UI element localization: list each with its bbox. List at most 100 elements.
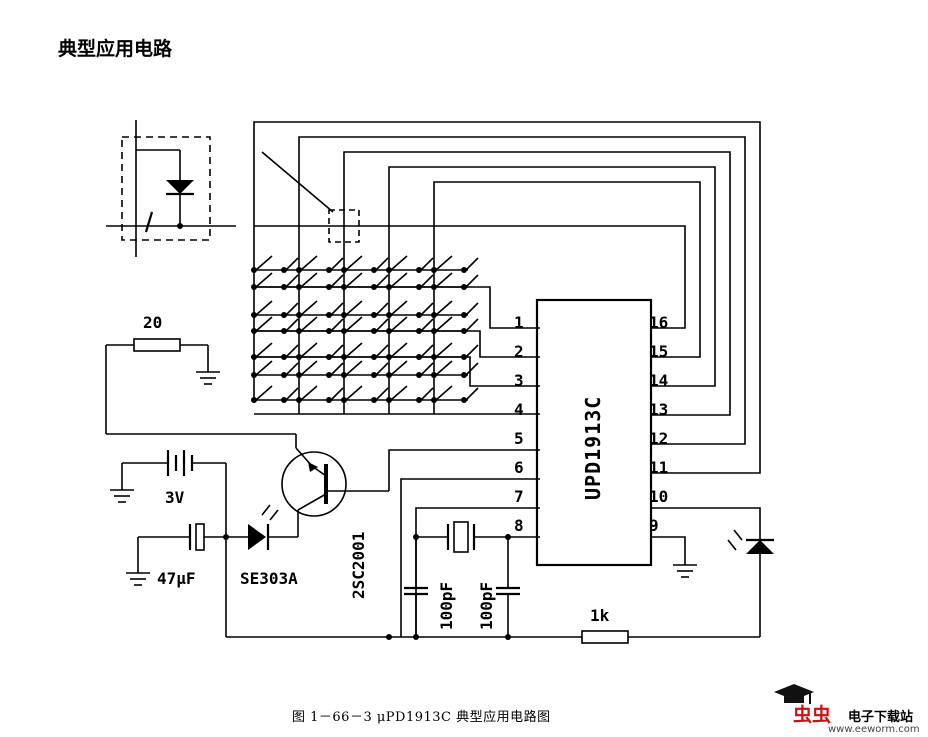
key-switch xyxy=(255,385,273,401)
pin-label-right: 12 xyxy=(649,429,668,448)
key-switch xyxy=(375,257,389,271)
switch-matrix xyxy=(251,255,479,403)
pin-label-left: 5 xyxy=(514,429,524,448)
key-switch xyxy=(375,344,389,358)
key-switch xyxy=(420,274,434,288)
key-switch xyxy=(435,342,453,358)
ic-chip: UPD1913C xyxy=(535,298,653,567)
key-switch xyxy=(435,360,453,376)
figure-caption: 图 1－66－3 μPD1913C 典型应用电路图 xyxy=(292,710,551,725)
key-switch xyxy=(435,316,453,332)
key-switch xyxy=(345,272,363,288)
label-led-se303a: SE303A xyxy=(240,569,298,588)
pin-label-left: 3 xyxy=(514,371,524,390)
key-switch xyxy=(345,300,363,316)
key-switch xyxy=(330,302,344,316)
key-switch xyxy=(285,257,299,271)
key-switch xyxy=(285,387,299,401)
pin-label-left: 2 xyxy=(514,342,524,361)
watermark-site: 电子下载站 xyxy=(848,710,914,725)
key-switch xyxy=(375,302,389,316)
key-switch xyxy=(255,300,273,316)
label-cap-100pf-1: 100pF xyxy=(437,582,456,630)
key-switch xyxy=(255,272,273,288)
key-switch xyxy=(435,272,453,288)
key-switch xyxy=(465,362,479,376)
key-switch xyxy=(300,385,318,401)
key-switch xyxy=(420,318,434,332)
pin-label-right: 16 xyxy=(649,313,668,332)
key-switch xyxy=(285,274,299,288)
key-switch xyxy=(300,272,318,288)
key-switch xyxy=(465,274,479,288)
key-switch xyxy=(255,316,273,332)
pin-label-right: 14 xyxy=(649,371,668,390)
column-wires xyxy=(253,121,761,474)
key-switch xyxy=(465,387,479,401)
pin-label-right: 10 xyxy=(649,487,668,506)
label-resistor-1k: 1k xyxy=(590,606,610,625)
component-labels: 20 3V 47μF SE303A 2SC2001 100pF 100pF 1k xyxy=(143,313,610,630)
key-switch xyxy=(390,360,408,376)
key-switch xyxy=(390,300,408,316)
key-switch xyxy=(255,342,273,358)
key-switch xyxy=(345,360,363,376)
graduation-cap-icon xyxy=(774,684,814,704)
key-switch xyxy=(465,344,479,358)
key-switch xyxy=(330,274,344,288)
label-cap-47uf: 47μF xyxy=(157,569,196,588)
key-switch xyxy=(390,342,408,358)
key-switch xyxy=(420,344,434,358)
key-switch xyxy=(300,360,318,376)
pin-label-left: 4 xyxy=(514,400,524,419)
key-switch xyxy=(435,300,453,316)
pin-label-right: 9 xyxy=(649,516,659,535)
key-switch xyxy=(390,272,408,288)
left-circuit xyxy=(105,338,760,644)
key-switch xyxy=(330,257,344,271)
pin-label-left: 1 xyxy=(514,313,524,332)
key-switch xyxy=(330,344,344,358)
key-switch xyxy=(375,362,389,376)
key-switch xyxy=(330,318,344,332)
key-switch xyxy=(300,300,318,316)
pin-label-right: 15 xyxy=(649,342,668,361)
key-switch xyxy=(330,362,344,376)
key-switch xyxy=(390,255,408,271)
watermark-url: www.eeworm.com xyxy=(828,724,920,735)
pin-label-left: 8 xyxy=(514,516,524,535)
key-switch xyxy=(285,318,299,332)
pin-label-left: 7 xyxy=(514,487,524,506)
key-switch xyxy=(345,342,363,358)
key-switch xyxy=(375,318,389,332)
key-switch xyxy=(345,316,363,332)
key-switch xyxy=(390,316,408,332)
right-circuit xyxy=(650,507,774,637)
key-switch xyxy=(465,302,479,316)
label-cap-100pf-2: 100pF xyxy=(477,582,496,630)
label-transistor: 2SC2001 xyxy=(349,532,368,599)
key-switch xyxy=(420,362,434,376)
key-switch xyxy=(420,302,434,316)
key-switch xyxy=(285,344,299,358)
label-resistor-20: 20 xyxy=(143,313,162,332)
key-switch xyxy=(300,255,318,271)
key-switch xyxy=(300,316,318,332)
pin-label-right: 13 xyxy=(649,400,668,419)
ic-label: UPD1913C xyxy=(581,396,605,500)
key-switch xyxy=(285,362,299,376)
key-switch xyxy=(285,302,299,316)
pin-label-right: 11 xyxy=(649,458,668,477)
key-switch xyxy=(465,257,479,271)
key-switch xyxy=(420,257,434,271)
pin-label-left: 6 xyxy=(514,458,524,477)
key-switch xyxy=(420,387,434,401)
key-switch xyxy=(375,387,389,401)
key-switch xyxy=(330,387,344,401)
key-switch xyxy=(390,385,408,401)
key-switch xyxy=(435,255,453,271)
key-switch xyxy=(345,255,363,271)
label-battery-3v: 3V xyxy=(165,488,185,507)
